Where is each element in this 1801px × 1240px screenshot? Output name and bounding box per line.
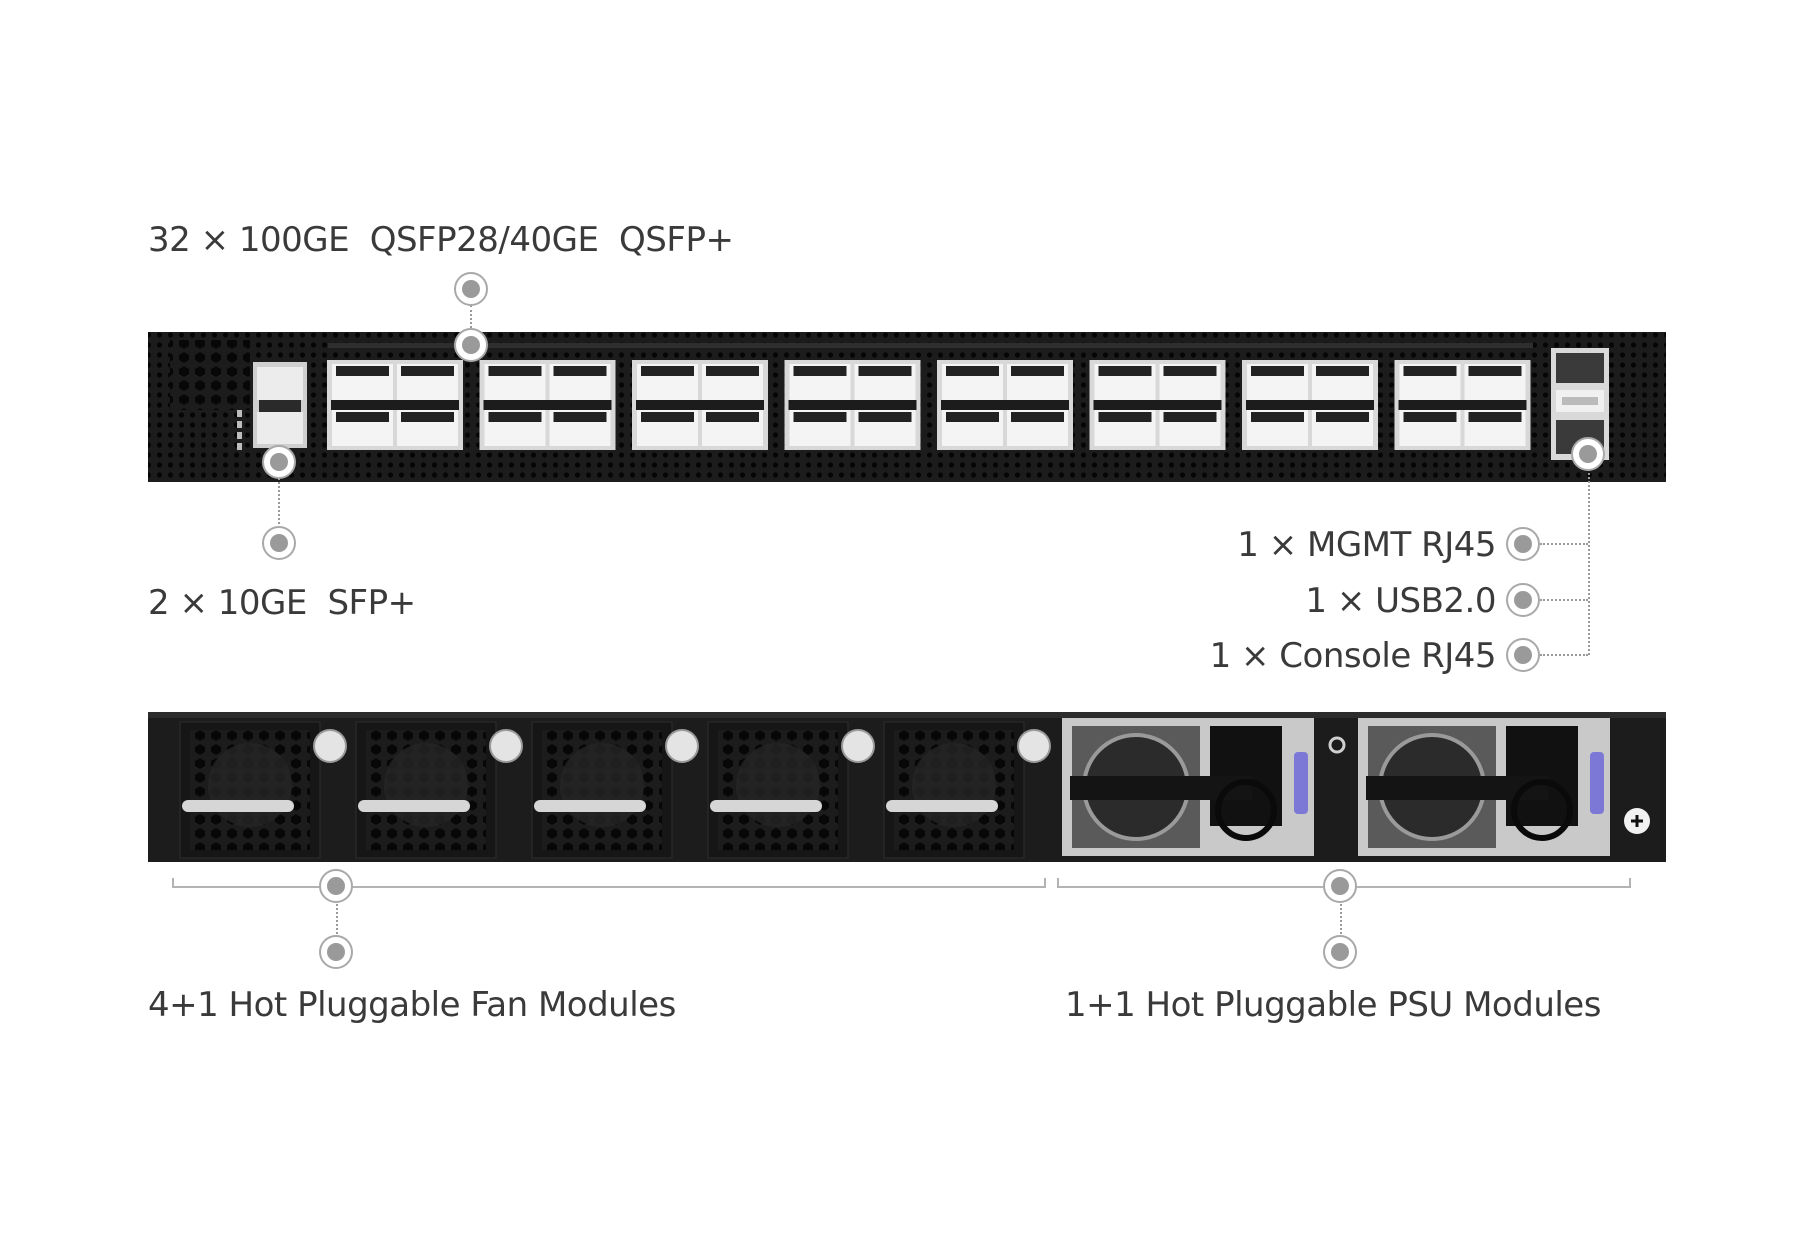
fan-bracket [172, 878, 1046, 888]
qsfp-port-group [1394, 360, 1531, 450]
qsfp-port-group [479, 360, 616, 450]
mgmt-port-label: 1 × MGMT RJ45 [1237, 525, 1496, 565]
psu-anchor-dot [1323, 869, 1357, 903]
fan-anchor-dot [319, 869, 353, 903]
qsfp-port-group [1089, 360, 1226, 450]
psu-module [1358, 718, 1610, 856]
qsfp-ports-label: 32 × 100GE QSFP28/40GE QSFP+ [148, 220, 734, 260]
sfp-anchor-dot [262, 445, 296, 479]
sfp-cage [253, 362, 307, 448]
qsfp-port-group [784, 360, 921, 450]
sfp-callout-dot [262, 526, 296, 560]
usb-port-label: 1 × USB2.0 [1305, 581, 1496, 621]
psu-callout-dot [1323, 935, 1357, 969]
console-port-label: 1 × Console RJ45 [1209, 636, 1497, 676]
qsfp-port-group [632, 360, 768, 450]
console-callout-dot [1506, 638, 1540, 672]
rj45-anchor-dot [1571, 437, 1605, 471]
qsfp-port-group [937, 360, 1073, 450]
qsfp-port-group [1242, 360, 1378, 450]
fan-modules-label: 4+1 Hot Pluggable Fan Modules [148, 985, 676, 1025]
fan-module [355, 721, 523, 859]
mgmt-callout-dot [1506, 527, 1540, 561]
fan-module [179, 721, 347, 859]
fan-module [883, 721, 1051, 859]
psu-modules-label: 1+1 Hot Pluggable PSU Modules [1065, 985, 1601, 1025]
fan-module [707, 721, 875, 859]
qsfp-anchor-dot [454, 328, 488, 362]
qsfp-callout-dot [454, 272, 488, 306]
psu-module [1062, 718, 1314, 856]
fan-callout-dot [319, 935, 353, 969]
sfp-ports-label: 2 × 10GE SFP+ [148, 583, 416, 623]
usb-callout-dot [1506, 583, 1540, 617]
qsfp-port-group [327, 360, 463, 450]
fan-module [531, 721, 699, 859]
